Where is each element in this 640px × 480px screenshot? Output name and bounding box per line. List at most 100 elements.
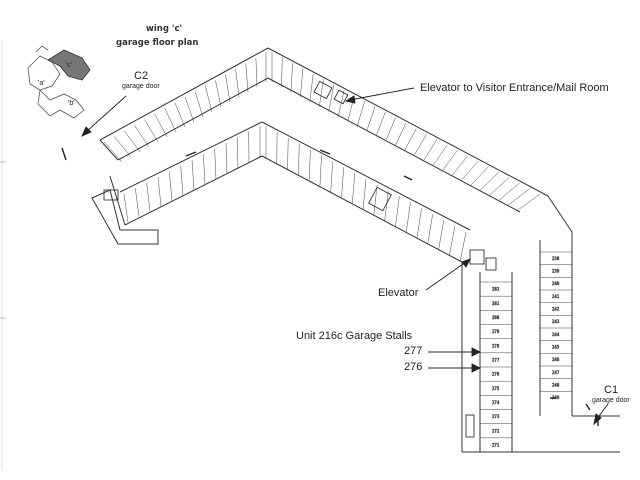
stall-divider [309,73,314,102]
stall-number: 239 [552,269,560,274]
stall-divider [134,124,150,148]
stalls-right-column: 238239240241242243244245246247248249 [540,251,572,400]
stall-divider [205,85,213,113]
stall-divider [413,133,427,156]
stall-divider [194,91,204,118]
stall-divider [245,63,249,93]
stall-divider [157,176,162,207]
door-c2-label: C2 [134,70,149,82]
stall-divider [154,113,168,138]
stall-number: 273 [492,414,500,419]
stall-divider [330,161,333,193]
stall-divider [517,193,541,211]
stall-divider [300,68,304,97]
plan-title-wing: wing 'c' [146,24,183,34]
stall-divider [423,139,438,161]
stall-number: 245 [552,345,560,350]
stall-divider [164,108,177,133]
stall-divider [459,231,467,263]
stall-number: 278 [492,343,500,348]
callout-elevator-visitor: Elevator to Visitor Entrance/Mail Room [420,82,609,94]
callout-stall-276: 276 [404,361,423,373]
stall-divider [214,148,217,180]
stall-divider [442,150,458,171]
stall-number: 246 [552,357,560,362]
stall-divider [508,188,530,206]
stall-divider [203,154,206,185]
stall-number: 280 [492,315,500,320]
stall-number: 244 [552,332,560,337]
callout-unit-stalls: Unit 216c Garage Stalls [296,330,413,342]
stall-divider [237,137,239,169]
stall-divider [394,122,407,147]
key-map-wing-c: 'c' [66,62,73,69]
stall-divider [366,106,376,132]
key-map-wing-a: 'a' [38,80,45,87]
stall-divider [373,184,378,216]
stall-divider [341,167,345,199]
stall-divider [461,161,479,181]
stall-divider [103,141,123,163]
stall-number: 247 [552,370,560,375]
stall-divider [448,226,456,257]
key-map [27,45,91,119]
stall-divider [215,80,222,108]
stall-number: 271 [492,442,500,447]
stall-divider [384,190,389,222]
stalls-upper-left [103,52,267,163]
stall-number: 274 [492,400,500,405]
stall-divider [287,137,289,170]
stall-number: 241 [552,294,560,299]
stall-divider [470,166,489,186]
callout-arrows [81,87,609,426]
stall-divider [328,84,335,112]
stall-divider [124,130,141,153]
stall-divider [225,142,228,175]
key-map-wing-b: 'b' [68,100,75,107]
stall-number: 277 [492,357,500,362]
stall-number: 275 [492,386,500,391]
stall-divider [427,214,433,245]
stall-number: 248 [552,383,560,388]
wall-marks [61,147,599,426]
stalls-upper-right [271,52,541,211]
stall-divider [438,220,445,251]
stall-divider [290,62,293,92]
stall-divider [174,102,186,128]
stall-divider [395,196,400,228]
stall-divider [191,159,195,191]
stall-number: 282 [492,287,500,292]
stall-divider [404,128,417,152]
stalls-inner-right [265,126,467,263]
stall-divider [255,57,258,88]
stall-divider [319,79,324,107]
stall-divider [113,136,132,158]
stall-divider [123,193,129,223]
stall-number: 279 [492,329,500,334]
stall-divider [362,178,367,211]
stall-number: 240 [552,281,560,286]
stall-divider [319,155,322,187]
door-c1-sub: garage door [592,397,630,404]
stall-divider [308,149,311,182]
stalls-inner-left [123,126,261,223]
stall-divider [479,171,499,191]
elevator-structures [103,80,497,438]
stall-divider [375,111,386,137]
stall-divider [235,68,240,98]
stall-divider [184,96,195,123]
plan-title-subtitle: garage floor plan [116,38,199,48]
stall-number: 243 [552,319,560,324]
stall-divider [144,119,159,143]
stall-number: 272 [492,428,500,433]
stall-divider [489,177,510,196]
stall-divider [298,143,300,176]
stall-divider [405,202,411,234]
stall-divider [337,90,345,117]
stall-divider [180,165,184,196]
stall-number: 281 [492,301,500,306]
stall-number: 242 [552,307,560,312]
stall-divider [432,144,448,166]
stall-divider [135,188,140,217]
